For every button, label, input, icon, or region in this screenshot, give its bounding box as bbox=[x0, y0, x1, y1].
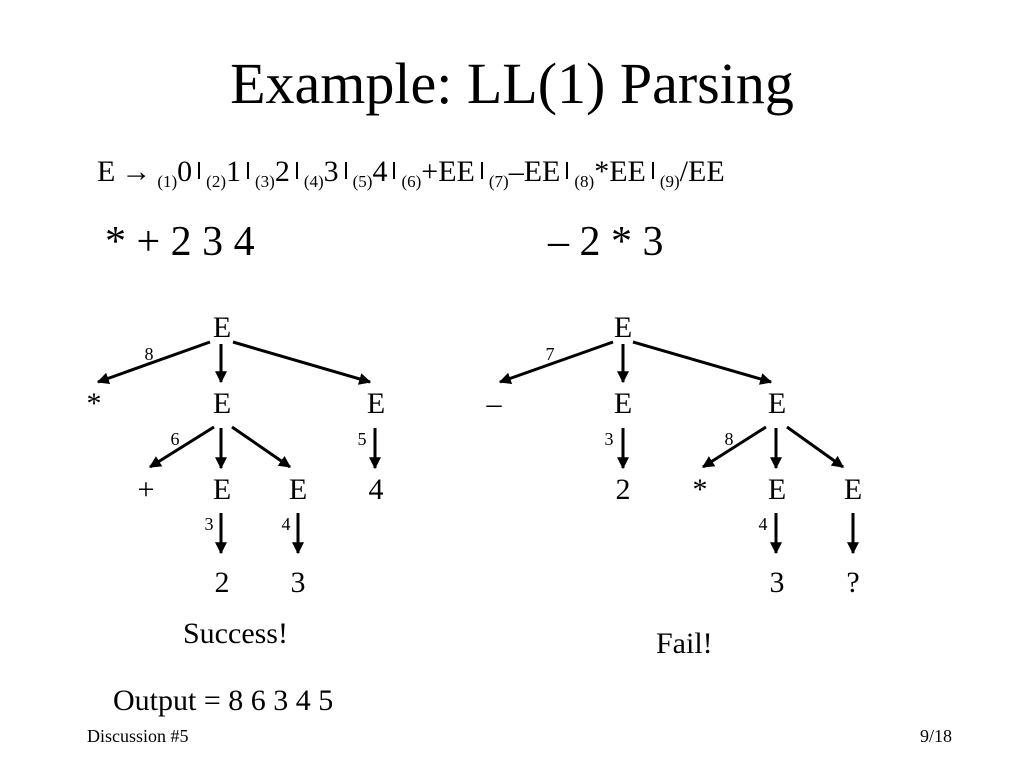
tree-node: E bbox=[213, 311, 231, 344]
rule-label: 3 bbox=[205, 514, 214, 534]
production-number: (4) bbox=[303, 171, 324, 191]
tree-node: 2 bbox=[616, 473, 631, 506]
tree-edge bbox=[632, 340, 773, 385]
parse-result-right: Fail! bbox=[656, 627, 713, 660]
tree-edge bbox=[232, 340, 372, 385]
tree-node: E bbox=[768, 387, 786, 420]
alternative-separator bbox=[393, 162, 396, 179]
tree-edge bbox=[498, 340, 614, 385]
tree-node: * bbox=[693, 473, 708, 506]
tree-edge bbox=[231, 425, 291, 469]
tree-edge bbox=[96, 340, 211, 385]
tree-node: 4 bbox=[369, 473, 384, 506]
footer-left: Discussion #5 bbox=[87, 726, 189, 746]
production-rhs: /EE bbox=[679, 155, 725, 188]
tree-node: E bbox=[213, 473, 231, 506]
production-number: (7) bbox=[488, 171, 509, 191]
alternative-separator bbox=[480, 162, 483, 179]
alternative-separator bbox=[344, 162, 347, 179]
production-rhs: –EE bbox=[508, 155, 561, 188]
rule-label: 8 bbox=[145, 344, 154, 364]
production-list: (1)0 (2)1 (3)2 (4)3 (5)4 (6)+EE (7)–EE (8)*EE (9… bbox=[157, 155, 725, 191]
production-number: (8) bbox=[574, 171, 595, 191]
alternative-separator bbox=[198, 162, 201, 179]
grammar-rule: E→(1)0 (2)1 (3)2 (4)3 (5)4 (6)+EE (7)–EE (8)*EE… bbox=[97, 155, 725, 192]
production-rhs: 4 bbox=[372, 155, 388, 188]
page-number: 9/18 bbox=[920, 726, 953, 746]
rule-label: 6 bbox=[171, 429, 180, 449]
tree-node: E bbox=[367, 387, 385, 420]
production-number: (3) bbox=[254, 171, 275, 191]
tree-node: E bbox=[213, 387, 231, 420]
alternative-separator bbox=[651, 162, 654, 179]
production-number: (5) bbox=[352, 171, 373, 191]
tree-node: – bbox=[486, 387, 503, 420]
rule-label: 3 bbox=[605, 429, 614, 449]
tree-node: 2 bbox=[215, 566, 230, 599]
grammar-arrow: → bbox=[121, 155, 152, 188]
tree-edge bbox=[148, 425, 215, 469]
parse-result-left: Success! bbox=[183, 617, 288, 650]
rule-label: 5 bbox=[358, 429, 367, 449]
production-rhs: +EE bbox=[421, 155, 475, 188]
production-rhs: 2 bbox=[274, 155, 290, 188]
rule-label: 4 bbox=[282, 514, 291, 534]
production-rhs: 0 bbox=[177, 155, 193, 188]
tree-node: + bbox=[138, 473, 155, 506]
tree-node: E bbox=[768, 473, 786, 506]
output-sequence: Output = 8 6 3 4 5 bbox=[113, 684, 334, 717]
production-number: (6) bbox=[401, 171, 422, 191]
tree-node: * bbox=[87, 387, 102, 420]
alternative-separator bbox=[295, 162, 298, 179]
tree-node: E bbox=[289, 473, 307, 506]
production-rhs: 3 bbox=[323, 155, 339, 188]
tree-node: ? bbox=[846, 566, 859, 599]
tree-node: E bbox=[614, 387, 632, 420]
production-number: (1) bbox=[157, 171, 178, 191]
production-number: (9) bbox=[659, 171, 680, 191]
rule-label: 4 bbox=[759, 514, 768, 534]
production-rhs: 1 bbox=[225, 155, 241, 188]
tree-node: E bbox=[614, 311, 632, 344]
slide-title: Example: LL(1) Parsing bbox=[230, 51, 794, 116]
alternative-separator bbox=[246, 162, 249, 179]
input-string-left: * + 2 3 4 bbox=[105, 219, 255, 265]
tree-node: 3 bbox=[770, 566, 785, 599]
tree-node: E bbox=[844, 473, 862, 506]
tree-edge bbox=[786, 425, 844, 469]
rule-label: 8 bbox=[725, 429, 734, 449]
alternative-separator bbox=[566, 162, 569, 179]
tree-node: 3 bbox=[291, 566, 306, 599]
tree-edge bbox=[701, 425, 767, 469]
production-rhs: *EE bbox=[594, 155, 646, 188]
input-string-right: – 2 * 3 bbox=[548, 219, 664, 265]
rule-label: 7 bbox=[546, 344, 555, 364]
production-number: (2) bbox=[206, 171, 226, 191]
grammar-lhs: E bbox=[97, 155, 116, 188]
